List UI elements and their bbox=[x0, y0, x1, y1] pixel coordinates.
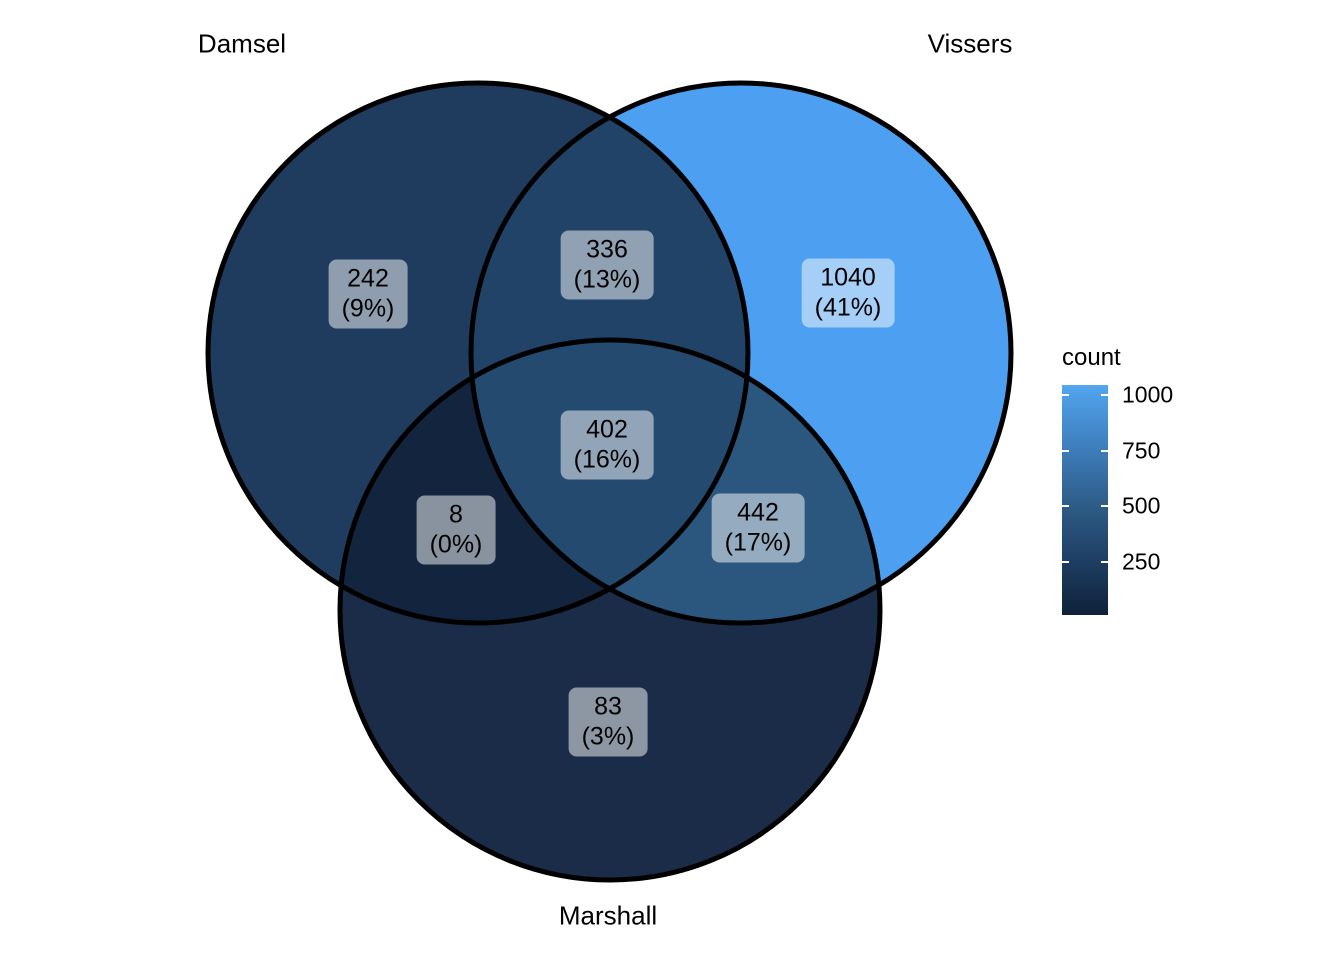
region-count: 442 bbox=[737, 498, 779, 527]
region-count: 402 bbox=[586, 415, 628, 444]
region-percent: (3%) bbox=[581, 722, 635, 750]
region-count: 83 bbox=[594, 692, 622, 721]
region-label-vissers-marshall: 442 (17%) bbox=[711, 493, 805, 563]
region-count: 336 bbox=[586, 235, 628, 264]
set-label-damsel: Damsel bbox=[197, 28, 287, 59]
legend-tick-label: 1000 bbox=[1122, 381, 1174, 408]
region-percent: (0%) bbox=[429, 530, 483, 558]
legend-tick-label: 750 bbox=[1122, 437, 1161, 464]
region-count: 242 bbox=[347, 264, 389, 293]
region-percent: (9%) bbox=[341, 294, 395, 322]
legend-tick-mark bbox=[1101, 450, 1108, 452]
region-label-marshall-only: 83 (3%) bbox=[568, 687, 648, 757]
legend-tick-mark bbox=[1062, 561, 1069, 563]
legend-tick-mark bbox=[1062, 394, 1069, 396]
region-label-damsel-marshall: 8 (0%) bbox=[416, 495, 496, 565]
region-percent: (13%) bbox=[573, 265, 641, 293]
region-percent: (17%) bbox=[724, 528, 792, 556]
region-label-damsel-vissers: 336 (13%) bbox=[560, 230, 654, 300]
legend-tick-label: 500 bbox=[1122, 492, 1161, 519]
set-label-marshall: Marshall bbox=[558, 900, 658, 931]
region-label-center: 402 (16%) bbox=[560, 410, 654, 480]
legend-tick-label: 250 bbox=[1122, 548, 1161, 575]
legend-tick-mark bbox=[1101, 394, 1108, 396]
region-label-vissers-only: 1040 (41%) bbox=[801, 258, 895, 328]
marshall-circle-outline bbox=[337, 337, 883, 883]
legend-title: count bbox=[1062, 344, 1121, 371]
region-percent: (41%) bbox=[814, 293, 882, 321]
region-count: 8 bbox=[449, 500, 463, 529]
vissers-circle-outline bbox=[468, 80, 1014, 626]
legend-tick-mark bbox=[1101, 505, 1108, 507]
damsel-circle-outline bbox=[205, 80, 751, 626]
legend-tick-mark bbox=[1101, 561, 1108, 563]
region-percent: (16%) bbox=[573, 445, 641, 473]
legend-tick-mark bbox=[1062, 505, 1069, 507]
set-label-vissers: Vissers bbox=[927, 28, 1013, 59]
legend-gradient-bar bbox=[1062, 385, 1108, 615]
legend-tick-mark bbox=[1062, 450, 1069, 452]
region-count: 1040 bbox=[820, 263, 876, 292]
region-label-damsel-only: 242 (9%) bbox=[328, 259, 408, 329]
